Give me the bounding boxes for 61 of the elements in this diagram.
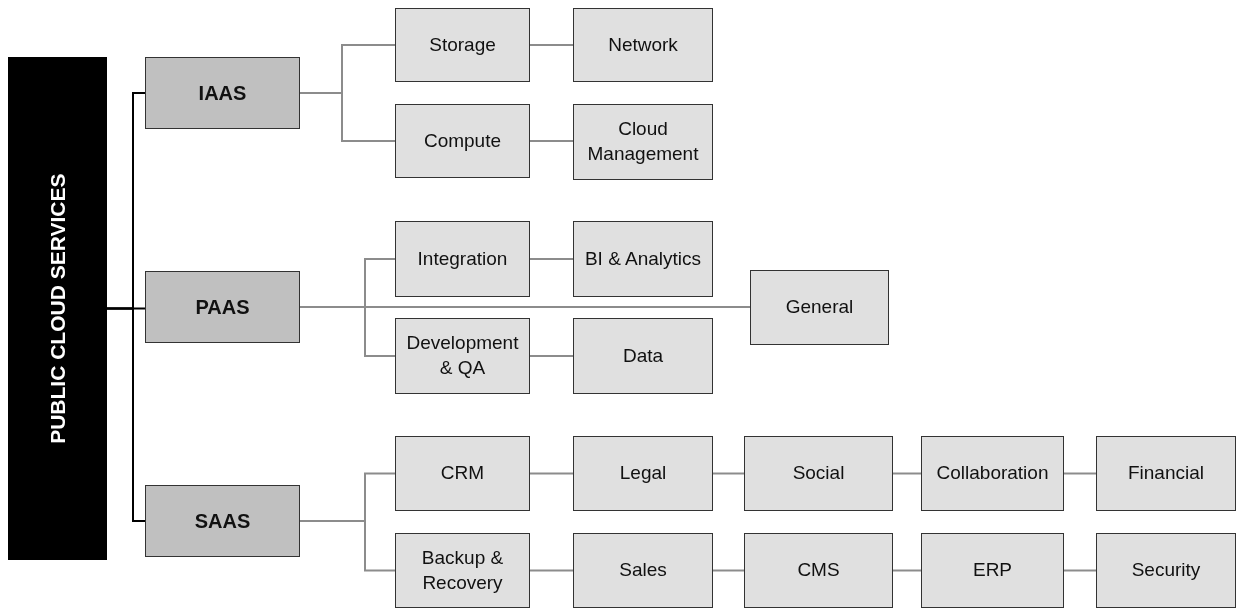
service-box [573, 104, 713, 180]
box-label: Storage [429, 32, 496, 57]
connector-line [529, 258, 574, 260]
box-label: IAAS [198, 81, 247, 106]
box-label: Collaboration [936, 461, 1049, 486]
connector-line [299, 520, 396, 572]
service-box [1096, 436, 1236, 511]
category-box [145, 57, 300, 129]
box-label: Sales [619, 558, 667, 583]
connector-line [529, 472, 574, 475]
service-box [1096, 533, 1236, 608]
connector-line [1063, 569, 1097, 572]
box-label: Compute [423, 128, 502, 153]
service-box [921, 436, 1064, 511]
box-label: Backup & Recovery [420, 545, 505, 595]
service-box [744, 436, 893, 511]
box-label: BI & Analytics [584, 246, 702, 271]
connector-line [712, 569, 745, 572]
box-label: Development & QA [405, 331, 520, 380]
box-label: Integration [417, 246, 508, 271]
connector-line [892, 569, 922, 572]
connector-line [529, 355, 574, 357]
service-box [395, 8, 530, 82]
service-box [395, 221, 530, 297]
box-label: SAAS [194, 509, 251, 534]
service-box [573, 221, 713, 297]
box-label: Network [608, 32, 678, 57]
service-box [573, 318, 713, 394]
connector-line [1063, 472, 1097, 475]
service-box [744, 533, 893, 608]
connector-line [529, 569, 574, 572]
box-label: CMS [797, 558, 840, 583]
connector-line [529, 140, 574, 142]
service-box [573, 436, 713, 511]
connector-line [712, 472, 745, 475]
service-box [921, 533, 1064, 608]
box-label: CRM [440, 461, 485, 486]
service-box [573, 8, 713, 82]
connector-line [529, 44, 574, 46]
service-box [573, 533, 713, 608]
box-label: PUBLIC CLOUD SERVICES [44, 173, 70, 444]
box-label: Data [622, 343, 664, 368]
service-box [395, 318, 530, 394]
box-label: Social [792, 461, 845, 486]
connector-line [892, 472, 922, 475]
box-label: PAAS [195, 295, 250, 320]
category-box [8, 57, 107, 560]
service-box [395, 104, 530, 178]
service-box [395, 436, 530, 511]
connector-line [299, 92, 396, 142]
category-box [145, 271, 300, 343]
box-label: Security [1131, 558, 1201, 583]
box-label: Legal [619, 461, 667, 486]
box-label: General [785, 295, 854, 320]
category-box [145, 485, 300, 557]
box-label: Financial [1127, 461, 1204, 486]
service-box [750, 270, 889, 345]
service-box [395, 533, 530, 608]
box-label: ERP [972, 558, 1013, 583]
connector-line [106, 307, 146, 522]
box-label: Cloud Management [586, 117, 700, 166]
